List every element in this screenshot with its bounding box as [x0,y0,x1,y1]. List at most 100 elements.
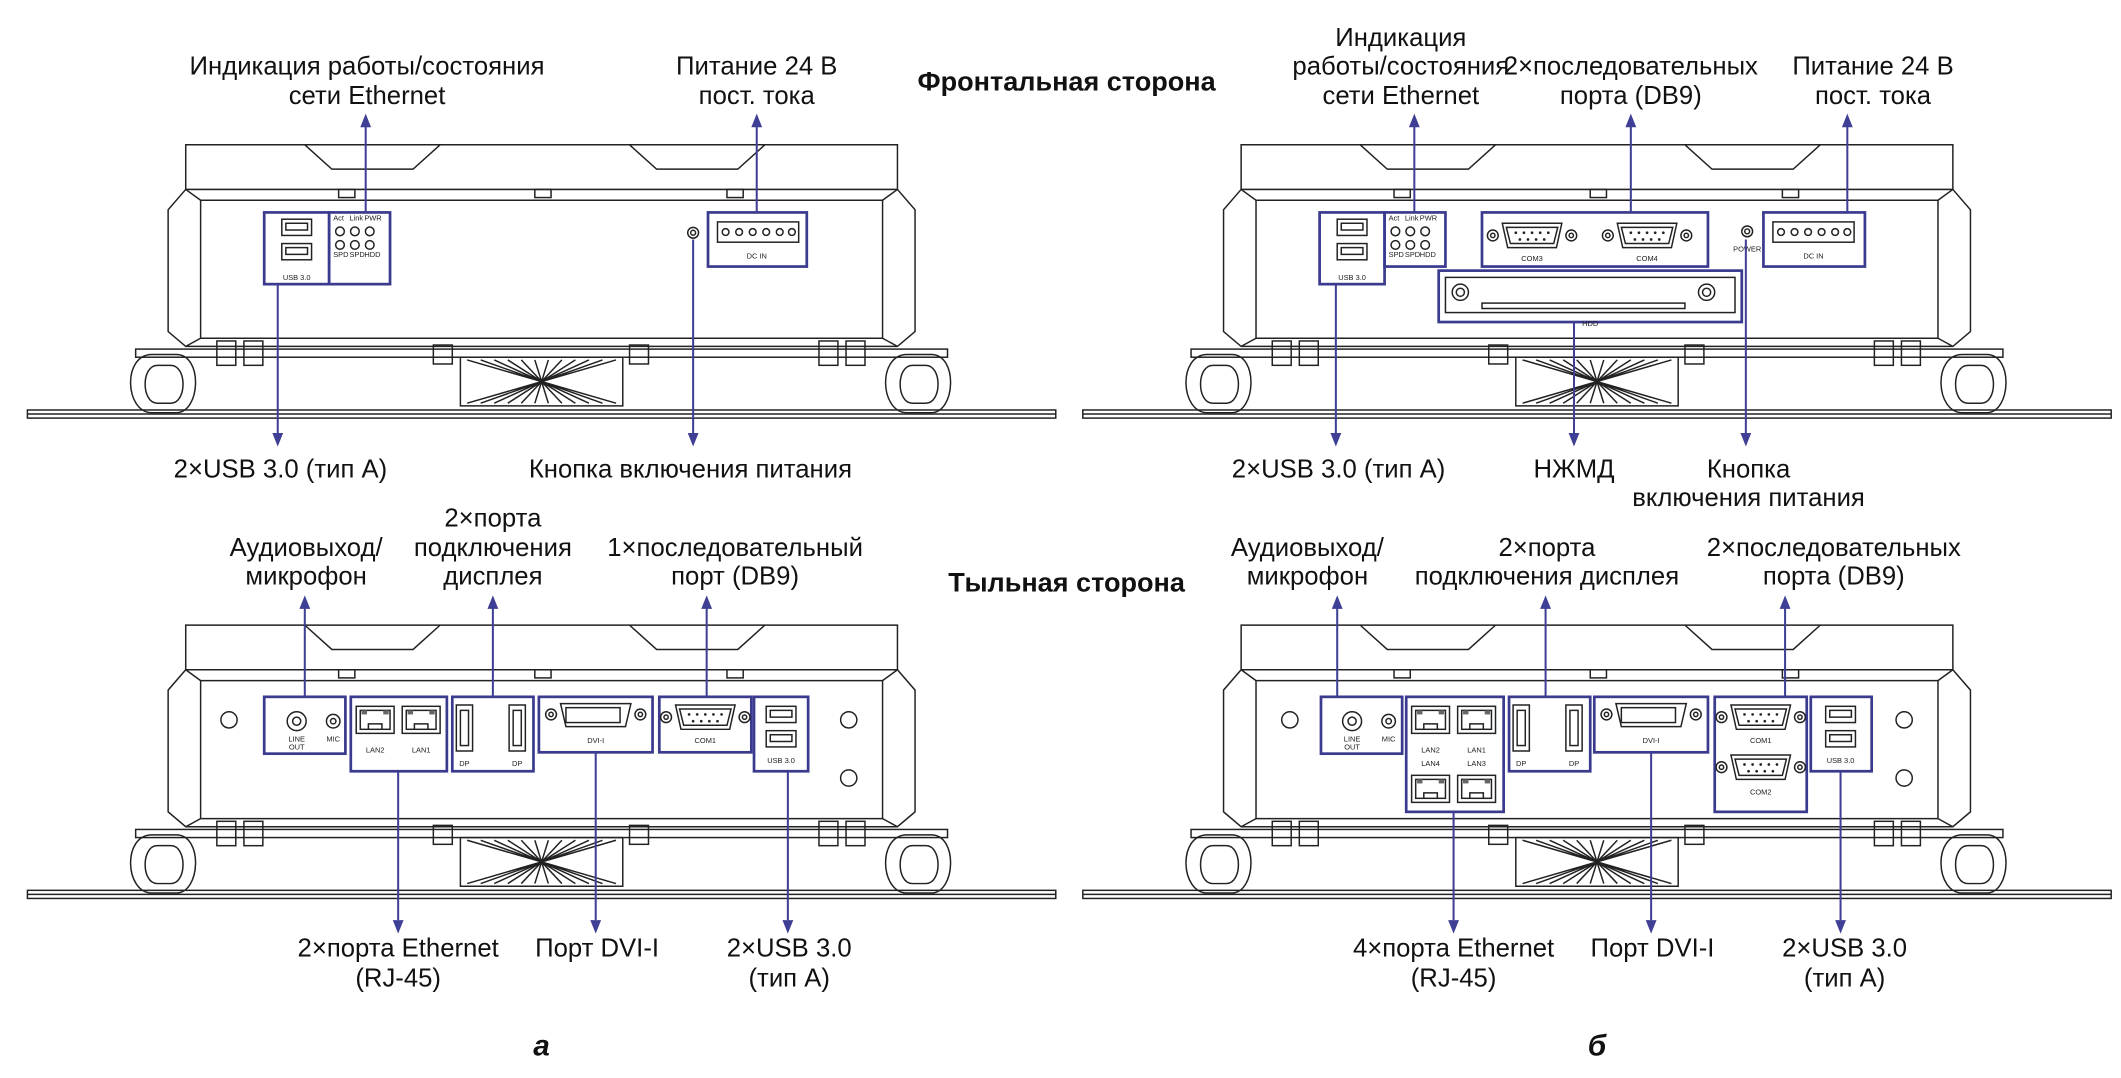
dc-in-text: DC IN [747,251,767,260]
led-top-2: Link [349,214,363,223]
usb-ports-icon [281,218,313,261]
led-top-2: Link [1405,214,1419,223]
lan4-port-icon [1410,774,1451,804]
dp-port-icon [1512,704,1531,752]
subfigure-b-label: б [1588,1029,1608,1062]
com1-connector-icon [1715,704,1807,731]
label-serial-line2: порта (DB9) [1763,563,1905,591]
led-bottom-1: SPD [333,250,349,259]
label-audio-line2: микрофон [1247,563,1368,591]
dp-text-2: DP [1569,759,1579,768]
mic-jack-icon [1381,713,1397,729]
label-usb-line1: 2×USB 3.0 [727,935,852,963]
label-ethernet-line1: 2×порта Ethernet [298,935,499,963]
led-top-3: PWR [1420,214,1438,223]
usb-port-text: USB 3.0 [1827,756,1855,765]
led-bottom-2: SPD [1405,250,1421,259]
label-power-in-line2: пост. тока [1815,82,1932,110]
panel-b-front: USB 3.0 Act Link PWR SPD SPD HDD COM3 CO… [1082,24,2112,512]
label-serial-line1: 2×последовательных [1504,52,1758,80]
label-usb: 2×USB 3.0 (тип А) [1232,456,1446,484]
label-power-button-line2: включения питания [1632,484,1865,512]
lan2-port-icon [1410,705,1451,735]
label-led-line1: Индикация [1335,24,1466,52]
hdd-highlight [1437,269,1744,324]
lan3-text: LAN3 [1467,759,1486,768]
chassis-outline [26,624,1057,900]
com-highlight [1713,695,1809,814]
label-power-in-line2: пост. тока [699,82,816,110]
label-led-line3: сети Ethernet [1322,82,1479,110]
dc-in-connector-icon [716,221,800,243]
com-highlight [1480,211,1710,268]
label-serial-line1: 1×последовательный [607,534,863,562]
label-usb-line2: (тип А) [749,964,830,992]
line-out-jack-icon [1341,710,1363,732]
rear-side-heading: Тыльная сторона [948,567,1186,597]
led-top-1: Act [1389,214,1401,223]
dp-port-icon [1565,704,1583,752]
label-display-line1: 2×порта [444,504,542,532]
led-row-2-icon [334,239,375,250]
led-top-3: PWR [364,214,382,223]
dc-in-highlight [1762,211,1867,268]
usb-highlight [752,695,810,773]
com1-connector-icon [659,704,751,731]
com1-text: COM1 [1750,736,1772,745]
chassis-outline [26,144,1057,419]
screw-icon [839,769,858,787]
label-led-line1: Индикация работы/состояния [190,52,545,80]
panel-a-rear: LINE OUT MIC LAN2 LAN1 DP DP DVI-I COM1 … [26,504,1057,992]
line-out-text-2: OUT [1344,743,1360,752]
usb-ports-icon [1336,218,1368,261]
screw-icon [839,710,858,729]
dp-text-2: DP [512,759,522,768]
com3-text: COM3 [1521,254,1543,263]
label-serial-line2: порта (DB9) [1560,82,1702,110]
lan1-text: LAN1 [1467,745,1486,754]
label-led-line2: сети Ethernet [289,82,446,110]
led-row-1-icon [1390,226,1431,237]
com4-text: COM4 [1636,254,1658,263]
label-ethernet-line2: (RJ-45) [1411,964,1497,992]
label-usb-line1: 2×USB 3.0 [1782,935,1907,963]
com1-text: COM1 [695,736,717,745]
label-usb: 2×USB 3.0 (тип А) [174,456,388,484]
panel-b-rear: LINE OUT MIC LAN2 LAN1 LAN4 LAN3 DP DP D… [1082,534,2112,992]
audio-highlight [1319,695,1404,756]
led-row-2-icon [1390,239,1431,250]
label-ethernet-line1: 4×порта Ethernet [1353,935,1554,963]
dvi-text: DVI-I [587,736,604,745]
usb-port-text: USB 3.0 [767,756,795,765]
front-side-heading: Фронтальная сторона [918,67,1217,97]
line-out-text-1: LINE [1344,734,1361,743]
dc-in-connector-icon [1772,221,1855,243]
label-audio-line1: Аудиовыход/ [1231,534,1385,562]
dp-port-icon [508,704,527,752]
label-power-in-line1: Питание 24 В [676,52,837,80]
screw-icon [1895,710,1914,729]
led-bottom-2: SPD [349,250,365,259]
line-out-jack-icon [286,710,307,732]
power-button-icon [1741,225,1754,238]
dvi-port-icon [1600,702,1702,728]
mic-text: MIC [1382,734,1396,743]
dp-highlight [1507,695,1592,773]
led-bottom-3: HDD [364,250,381,259]
lan2-text: LAN2 [366,745,385,754]
led-bottom-1: SPD [1389,250,1405,259]
lan1-text: LAN1 [412,745,431,754]
dvi-port-icon [544,702,647,728]
com2-text: COM2 [1750,787,1772,796]
label-usb-line2: (тип А) [1804,964,1885,992]
label-power-in-line1: Питание 24 В [1792,52,1953,80]
led-top-1: Act [333,214,345,223]
led-bottom-3: HDD [1420,250,1437,259]
chassis-outline [1082,624,2112,900]
com2-connector-icon [1715,754,1807,781]
lan2-text: LAN2 [1421,745,1440,754]
label-serial-line1: 2×последовательных [1707,534,1961,562]
label-audio-line2: микрофон [245,563,366,591]
